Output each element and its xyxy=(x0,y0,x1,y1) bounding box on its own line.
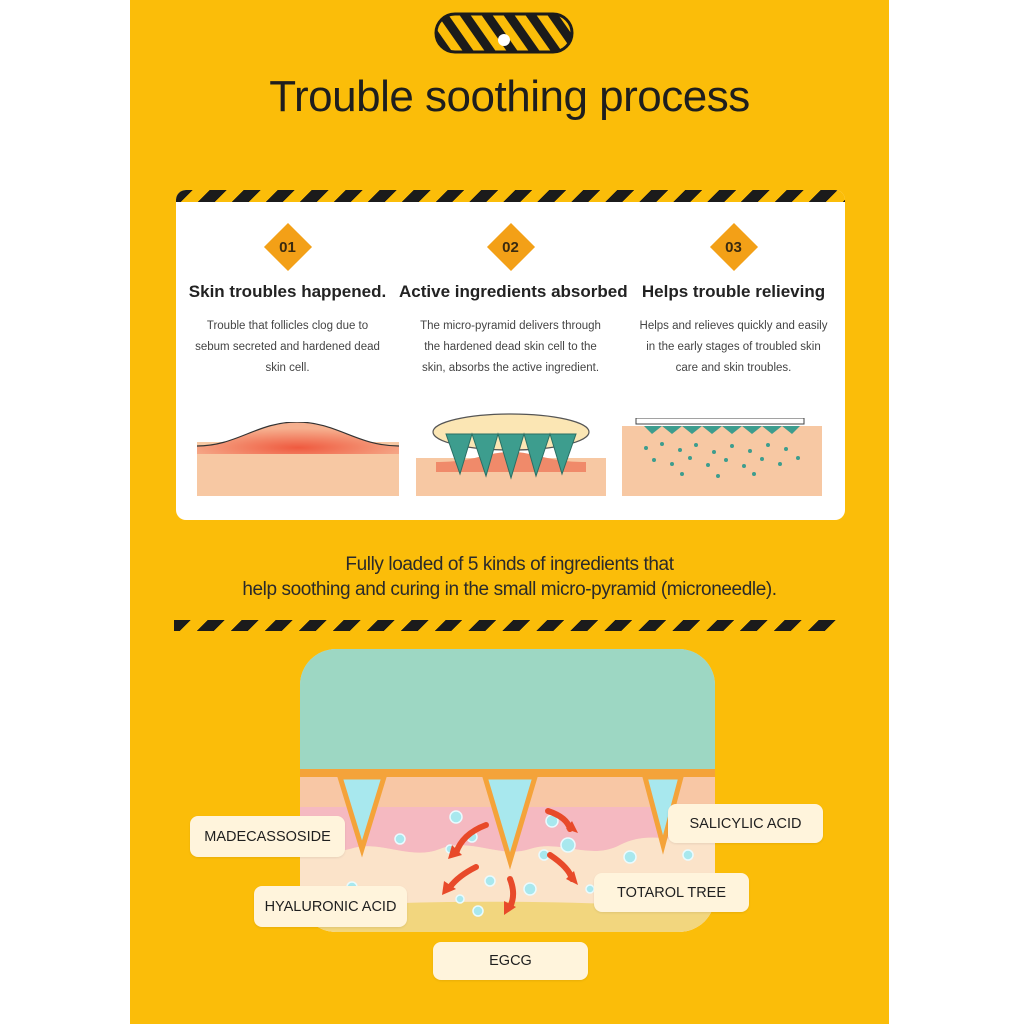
tagline: Fully loaded of 5 kinds of ingredients t… xyxy=(130,552,889,602)
ingredient-label: SALICYLIC ACID xyxy=(689,815,802,832)
step-description: Trouble that follicles clog due to sebum… xyxy=(195,320,380,374)
ingredient-label: HYALURONIC ACID xyxy=(264,898,397,915)
content-panel: Trouble soothing process 01 Skin trouble… xyxy=(130,0,889,1024)
ingredient-label: MADECASSOSIDE xyxy=(204,828,331,845)
ingredient-tag-totarol-tree: TOTAROL TREE xyxy=(594,873,749,912)
step-title: Skin troubles happened. xyxy=(188,282,387,301)
patch-absorbing-illustration xyxy=(416,413,606,496)
ingredient-label: TOTAROL TREE xyxy=(616,884,727,901)
hazard-stripe xyxy=(176,190,845,202)
ingredient-label: EGCG xyxy=(489,953,532,969)
tagline-line-1: Fully loaded of 5 kinds of ingredients t… xyxy=(345,554,674,575)
step-number: 02 xyxy=(502,239,519,256)
hazard-stripe xyxy=(174,620,842,631)
inflamed-skin-illustration xyxy=(197,422,399,496)
ingredient-tag-salicylic-acid: SALICYLIC ACID xyxy=(668,804,823,843)
page-title: Trouble soothing process xyxy=(269,72,750,121)
tagline-line-2: help soothing and curing in the small mi… xyxy=(242,579,777,600)
step-description: The micro-pyramid delivers through the h… xyxy=(420,320,601,374)
step-description: Helps and relieves quickly and easily in… xyxy=(639,320,828,374)
striped-badge-icon xyxy=(434,12,574,54)
step-title: Helps trouble relieving xyxy=(641,282,826,301)
step-title: Active ingredients absorbed xyxy=(399,282,628,301)
step-number: 01 xyxy=(279,239,296,256)
process-card: 01 Skin troubles happened. Trouble that … xyxy=(176,190,845,520)
ingredient-tag-madecassoside: MADECASSOSIDE xyxy=(190,816,345,857)
ingredient-tag-hyaluronic-acid: HYALURONIC ACID xyxy=(254,886,407,927)
micro-pyramid-diagram xyxy=(300,649,715,932)
relieved-skin-illustration xyxy=(622,418,822,496)
step-number: 03 xyxy=(725,239,742,256)
ingredient-tag-egcg: EGCG xyxy=(433,942,588,980)
